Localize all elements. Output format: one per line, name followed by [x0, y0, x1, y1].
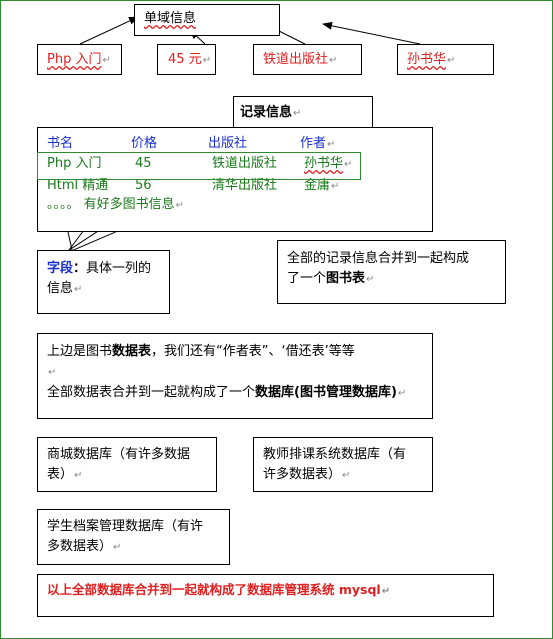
- row1-name: Php 入门: [47, 156, 102, 171]
- field-box-price: 45 元↵: [157, 44, 216, 75]
- field-box-press: 铁道出版社↵: [253, 44, 362, 75]
- header-press: 出版社: [208, 136, 248, 151]
- return-mark: ↵: [202, 55, 212, 66]
- db-line1-bold: 数据表: [112, 344, 152, 359]
- return-mark: ↵: [447, 55, 456, 66]
- field-price-text: 45 元: [168, 52, 202, 67]
- db-line1-pre: 上边是图书: [47, 344, 113, 359]
- return-mark: ↵: [102, 55, 111, 66]
- single-info-title: 单域信息: [144, 11, 197, 26]
- field-colon: ：: [73, 261, 87, 276]
- db-line3-bold: 数据库(图书管理数据库): [255, 385, 397, 400]
- return-mark: ↵: [74, 284, 83, 295]
- summary-box: 以上全部数据库合并到一起就构成了数据库管理系统 mysql↵: [37, 574, 494, 617]
- field-label: 字段: [47, 261, 74, 276]
- field-desc-2: 信息: [47, 281, 74, 296]
- single-info-box: 单域信息: [134, 4, 280, 36]
- header-price: 价格: [131, 136, 158, 151]
- table-note-line2-bold: 图书表: [326, 271, 366, 286]
- shop-db-line2: 表）: [47, 467, 74, 482]
- db-line3-pre: 全部数据表合并到一起就构成了一个: [47, 385, 256, 400]
- row2-press: 清华出版社: [212, 178, 278, 193]
- field-php-text: Php 入门: [47, 52, 102, 67]
- return-mark: ↵: [366, 274, 375, 285]
- return-mark: ↵: [113, 542, 122, 553]
- teacher-db-line2: 许多数据表）: [263, 467, 342, 482]
- table-note-line1: 全部的记录信息合并到一起构成: [287, 251, 470, 266]
- student-db-box: 学生档案管理数据库（有许 多数据表）↵: [37, 509, 230, 565]
- return-mark: ↵: [397, 388, 407, 399]
- summary-text: 以上全部数据库合并到一起就构成了数据库管理系统 mysql: [47, 582, 381, 597]
- row1-price: 45: [135, 156, 152, 171]
- more-books-text: 。。。。 有好多图书信息: [47, 197, 175, 212]
- record-title: 记录信息: [240, 105, 293, 120]
- field-explain-box: 字段：具体一列的 信息↵: [37, 250, 170, 314]
- shop-db-line1: 商城数据库（有许多数据: [47, 447, 191, 462]
- header-author: 作者: [300, 136, 327, 151]
- row2-name: Html 精通: [47, 178, 109, 193]
- field-box-author: 孙书华↵: [397, 44, 494, 75]
- db-explain-box: 上边是图书数据表，我们还有“作者表”、‘借还表’等等 ↵ 全部数据表合并到一起就…: [37, 333, 433, 419]
- row2-price: 56: [135, 178, 152, 193]
- return-mark: ↵: [329, 55, 338, 66]
- shop-db-box: 商城数据库（有许多数据 表）↵: [37, 437, 217, 492]
- teacher-db-line1: 教师排课系统数据库（有: [263, 447, 407, 462]
- record-row-highlight: [37, 152, 361, 180]
- return-mark: ↵: [342, 470, 351, 481]
- field-author-text: 孙书华: [407, 52, 447, 67]
- row2-author: 金庸: [304, 178, 331, 193]
- return-mark: ↵: [331, 181, 340, 192]
- return-mark: ↵: [293, 108, 302, 119]
- return-mark: ↵: [344, 159, 353, 170]
- return-mark: ↵: [327, 139, 336, 150]
- return-mark: ↵: [74, 470, 83, 481]
- student-db-line2: 多数据表）: [47, 539, 113, 554]
- arrow-author-to-single: [322, 21, 421, 45]
- field-box-php: Php 入门↵: [37, 44, 122, 75]
- return-mark: ↵: [175, 200, 185, 211]
- row1-author: 孙书华: [304, 156, 344, 171]
- field-desc-1: 具体一列的: [86, 261, 152, 276]
- field-press-text: 铁道出版社: [263, 52, 329, 67]
- table-note-box: 全部的记录信息合并到一起构成 了一个图书表↵: [277, 240, 506, 304]
- db-line1-post: ，我们还有“作者表”、‘借还表’等等: [151, 344, 355, 359]
- header-name: 书名: [47, 136, 74, 151]
- teacher-db-box: 教师排课系统数据库（有 许多数据表）↵: [253, 437, 433, 492]
- row1-press: 铁道出版社: [212, 156, 278, 171]
- student-db-line1: 学生档案管理数据库（有许: [47, 519, 204, 534]
- table-note-line2-pre: 了一个: [287, 271, 327, 286]
- record-title-box: 记录信息↵: [233, 96, 373, 128]
- return-mark: ↵: [381, 586, 391, 597]
- arrow-php-to-single: [79, 16, 139, 45]
- return-mark: ↵: [48, 367, 57, 378]
